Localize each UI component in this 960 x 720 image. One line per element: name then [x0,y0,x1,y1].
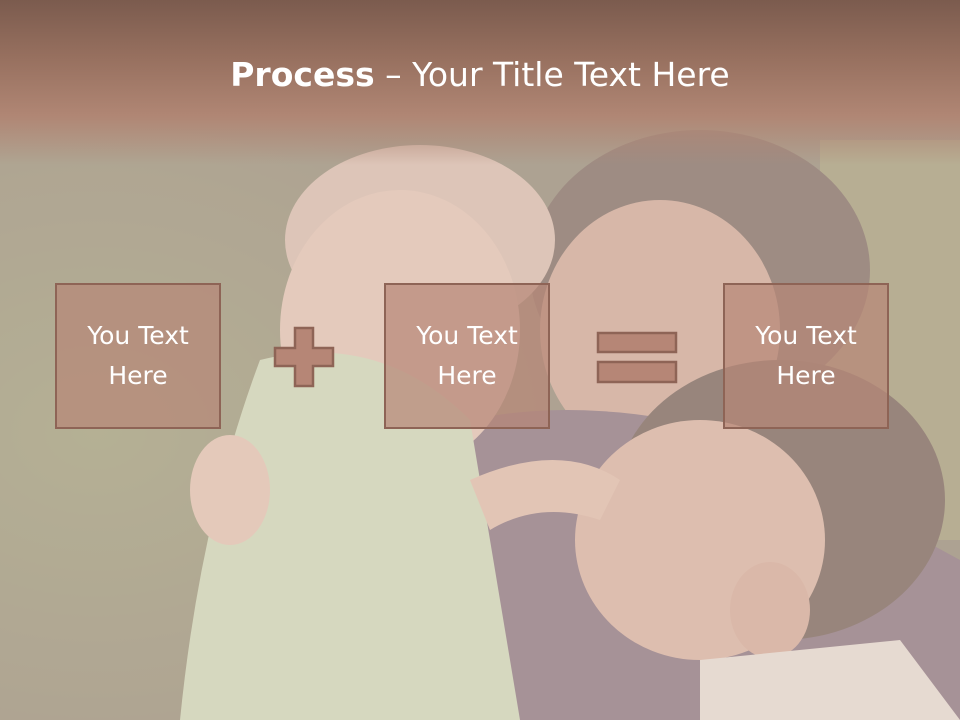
process-box-3-text: You Text Here [755,321,857,390]
process-box-1-text: You Text Here [87,321,189,390]
process-box-1[interactable]: You Text Here [55,283,221,429]
plus-icon [273,326,335,388]
title-bold: Process [230,55,375,94]
process-box-2-text: You Text Here [416,321,518,390]
header-band [0,0,960,165]
process-box-2[interactable]: You Text Here [384,283,550,429]
title-rest: – Your Title Text Here [374,55,730,94]
equals-icon [596,331,678,384]
slide-title[interactable]: Process – Your Title Text Here [0,52,960,98]
process-box-3[interactable]: You Text Here [723,283,889,429]
